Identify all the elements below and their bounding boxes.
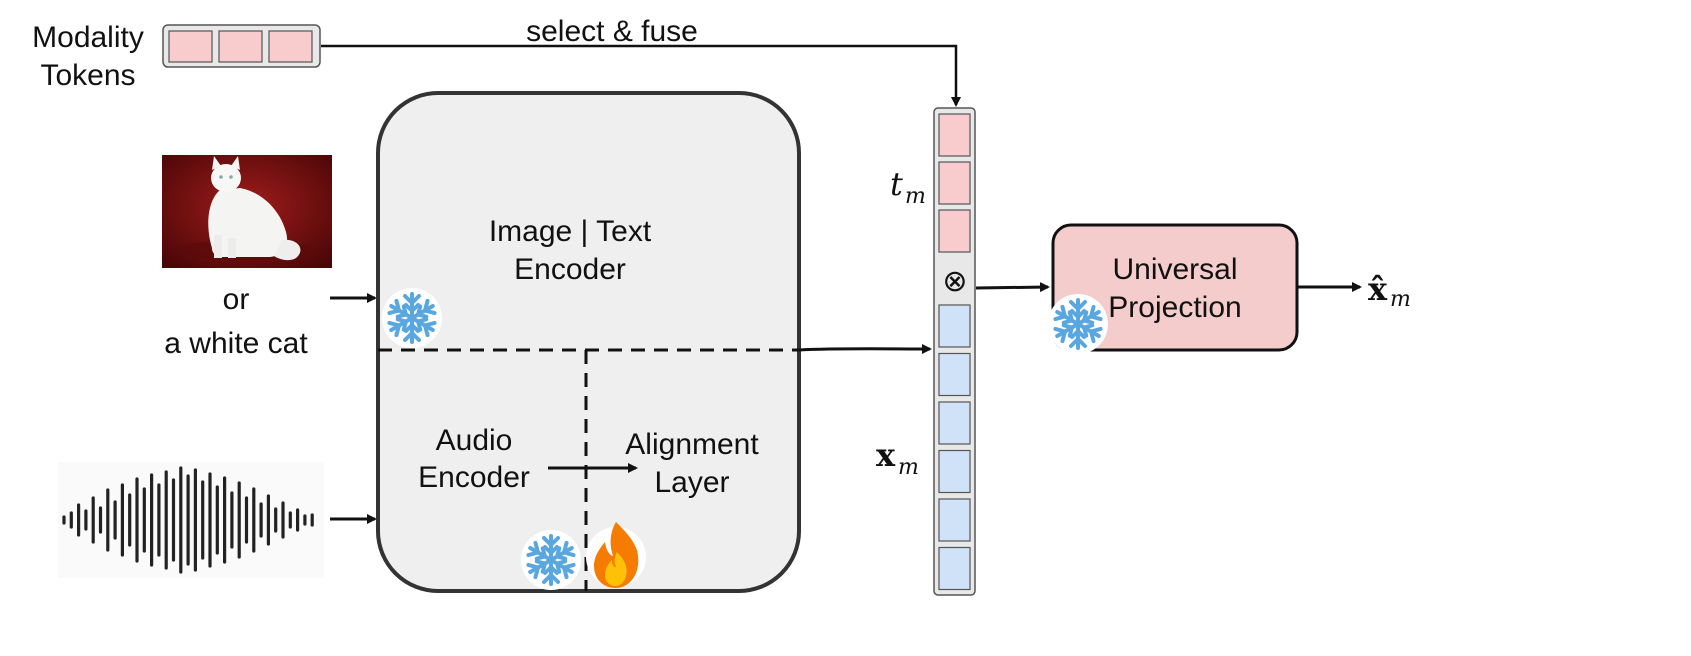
output-subscript: m bbox=[1390, 287, 1411, 312]
token-cells bbox=[938, 113, 971, 253]
snowflake-icon bbox=[521, 530, 581, 590]
feature-cell bbox=[938, 401, 971, 445]
feature-cell bbox=[938, 304, 971, 348]
audio-encoder-label-line1: Audio bbox=[436, 424, 513, 457]
feature-cell bbox=[938, 449, 971, 494]
input-text-caption: a white cat bbox=[164, 327, 308, 360]
image-text-encoder-label-line2: Encoder bbox=[514, 253, 626, 286]
audio-encoder-label-line2: Encoder bbox=[418, 461, 530, 494]
t-symbol: t bbox=[890, 165, 903, 203]
x-subscript: m bbox=[898, 455, 919, 480]
output-symbol: x̂ bbox=[1368, 270, 1388, 308]
fire-icon bbox=[586, 522, 646, 588]
encoder-output-arrow bbox=[798, 343, 932, 354]
projection-label-line1: Universal bbox=[1112, 253, 1237, 286]
token-cell bbox=[938, 209, 971, 253]
x-symbol: x bbox=[876, 436, 896, 474]
image-text-encoder-label-line1: Image | Text bbox=[489, 215, 652, 248]
audio-waveform-icon bbox=[58, 462, 324, 578]
modality-token bbox=[218, 30, 263, 63]
fuse-operator-symbol: ⊗ bbox=[942, 264, 967, 299]
projection-label-line2: Projection bbox=[1108, 291, 1241, 324]
alignment-layer-label-line1: Alignment bbox=[625, 428, 759, 461]
select-fuse-arrow bbox=[321, 44, 961, 107]
feature-cells bbox=[938, 304, 971, 591]
token-cell bbox=[938, 161, 971, 205]
modality-token bbox=[268, 30, 313, 63]
modality-tokens-label-line1: Modality bbox=[32, 21, 144, 54]
cat-photo bbox=[162, 155, 332, 268]
alignment-layer-label-line2: Layer bbox=[654, 466, 729, 499]
modality-tokens-label-line2: Tokens bbox=[40, 59, 135, 92]
snowflake-icon bbox=[1048, 294, 1108, 354]
t-subscript: m bbox=[905, 184, 926, 209]
feature-cell bbox=[938, 498, 971, 542]
select-fuse-label: select & fuse bbox=[526, 15, 698, 48]
token-cell bbox=[938, 113, 971, 157]
fused-to-projection-arrow bbox=[975, 282, 1050, 293]
snowflake-icon bbox=[382, 288, 442, 348]
input-or-label: or bbox=[223, 283, 250, 316]
feature-cell bbox=[938, 546, 971, 591]
encoder-block bbox=[376, 91, 801, 593]
modality-token bbox=[168, 30, 213, 63]
feature-cell bbox=[938, 352, 971, 397]
